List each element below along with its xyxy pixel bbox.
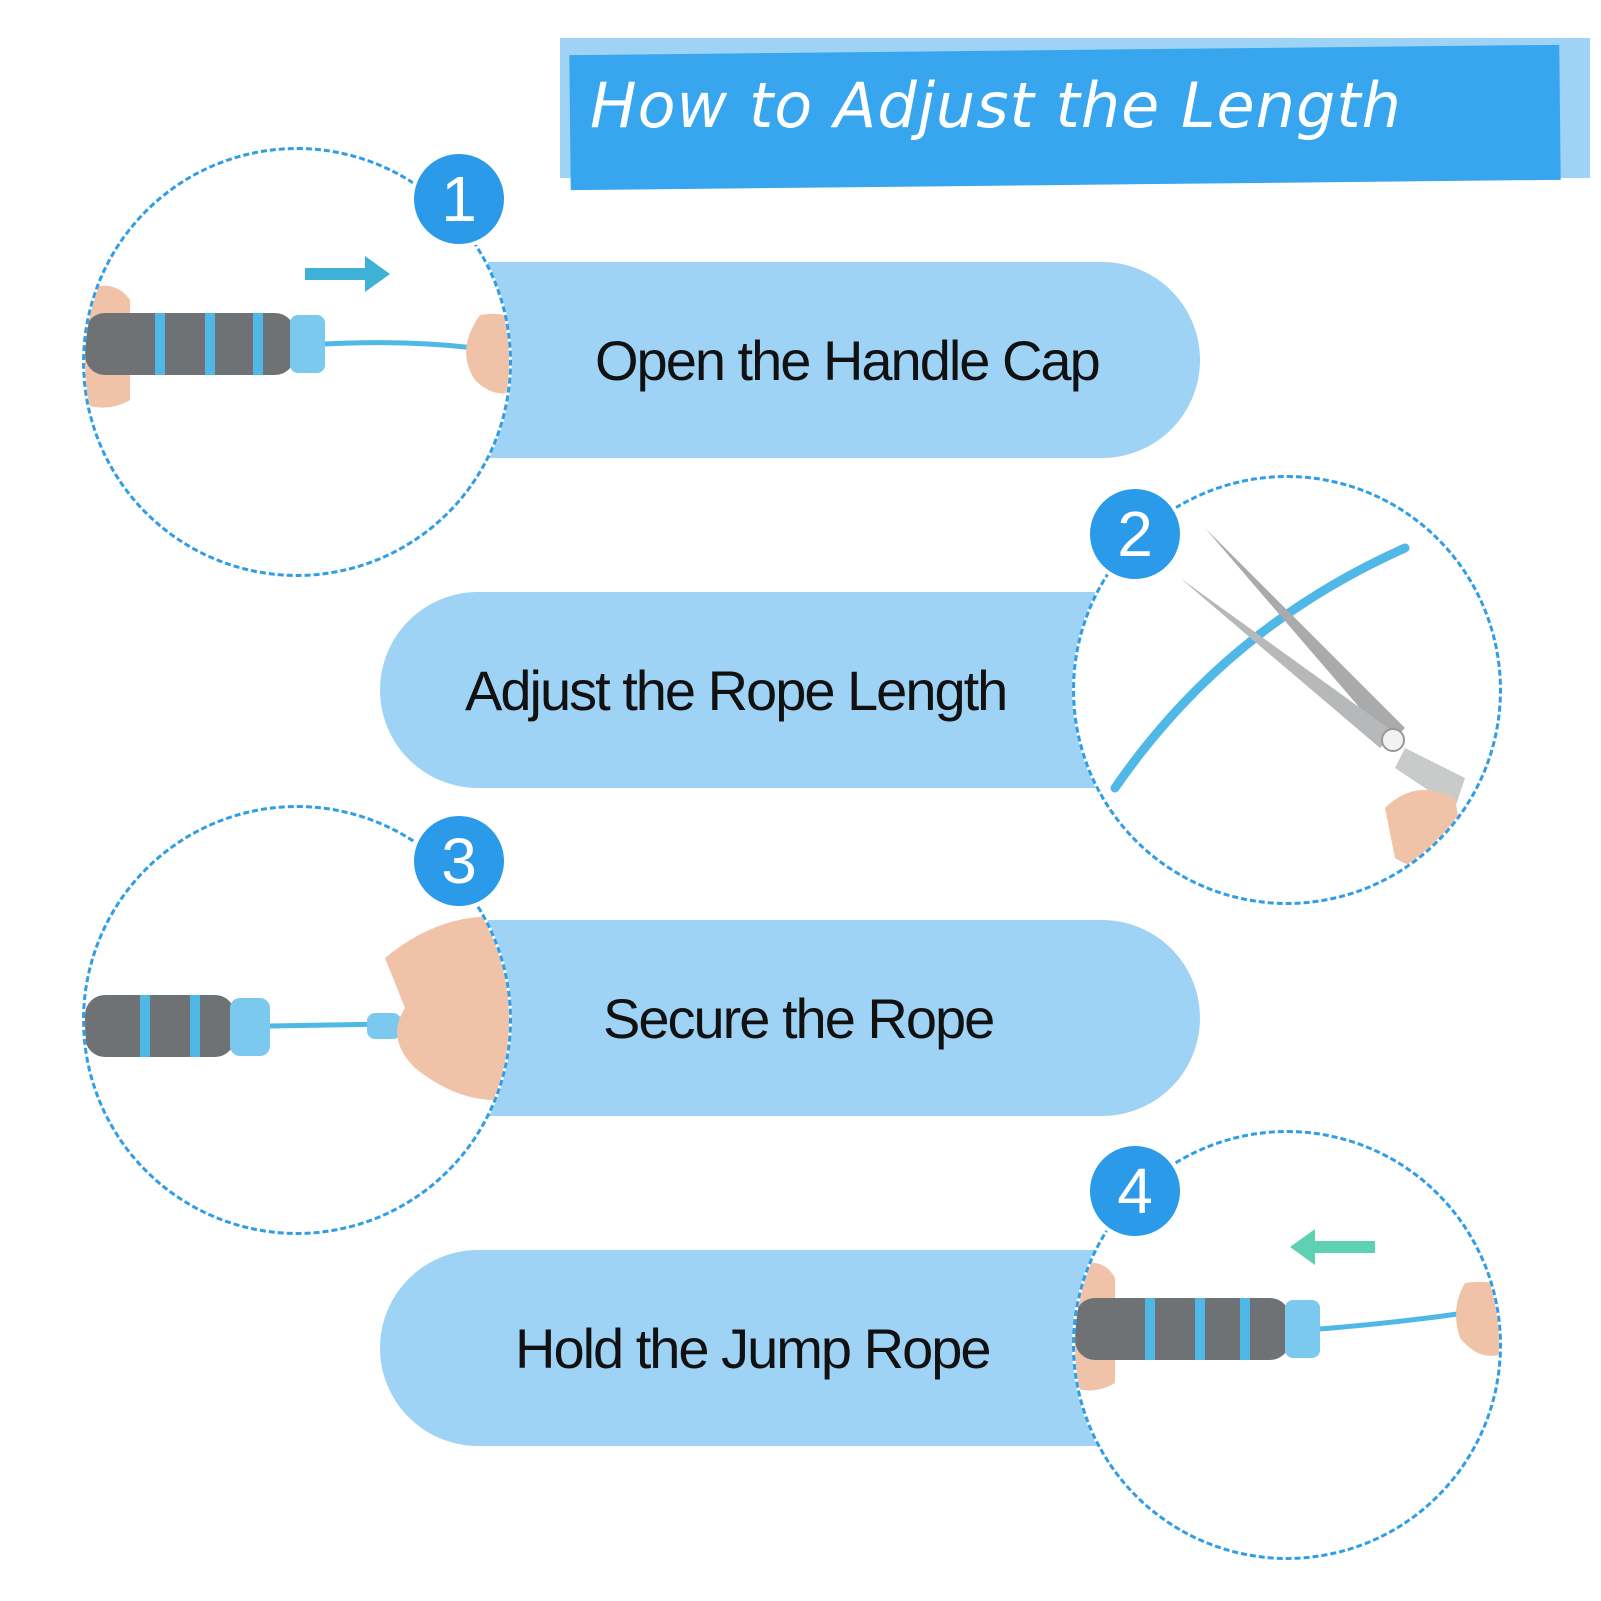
- step-4-pill: Hold the Jump Rope: [380, 1250, 1110, 1446]
- step-4-number-badge: 4: [1086, 1142, 1184, 1240]
- step-4-label: Hold the Jump Rope: [515, 1316, 992, 1380]
- step-3-label: Secure the Rope: [603, 986, 995, 1050]
- step-2-pill: Adjust the Rope Length: [380, 592, 1110, 788]
- step-2-illustration: [1072, 475, 1502, 905]
- step-3-pill: Secure the Rope: [440, 920, 1200, 1116]
- holding-jump-rope-photo: [1075, 1229, 1499, 1391]
- step-1-number-badge: 1: [410, 150, 508, 248]
- title-banner: How to Adjust the Length: [560, 38, 1590, 193]
- securing-rope-photo: [85, 916, 509, 1100]
- handle-cap-open-photo: [85, 256, 509, 408]
- scissors-cutting-rope-photo: [1110, 528, 1465, 868]
- step-1-pill: Open the Handle Cap: [440, 262, 1200, 458]
- step-2-label: Adjust the Rope Length: [465, 658, 1008, 722]
- step-3-number-badge: 3: [410, 812, 508, 910]
- page-title: How to Adjust the Length: [590, 69, 1402, 142]
- step-2-number-badge: 2: [1086, 485, 1184, 583]
- step-1-label: Open the Handle Cap: [595, 328, 1101, 392]
